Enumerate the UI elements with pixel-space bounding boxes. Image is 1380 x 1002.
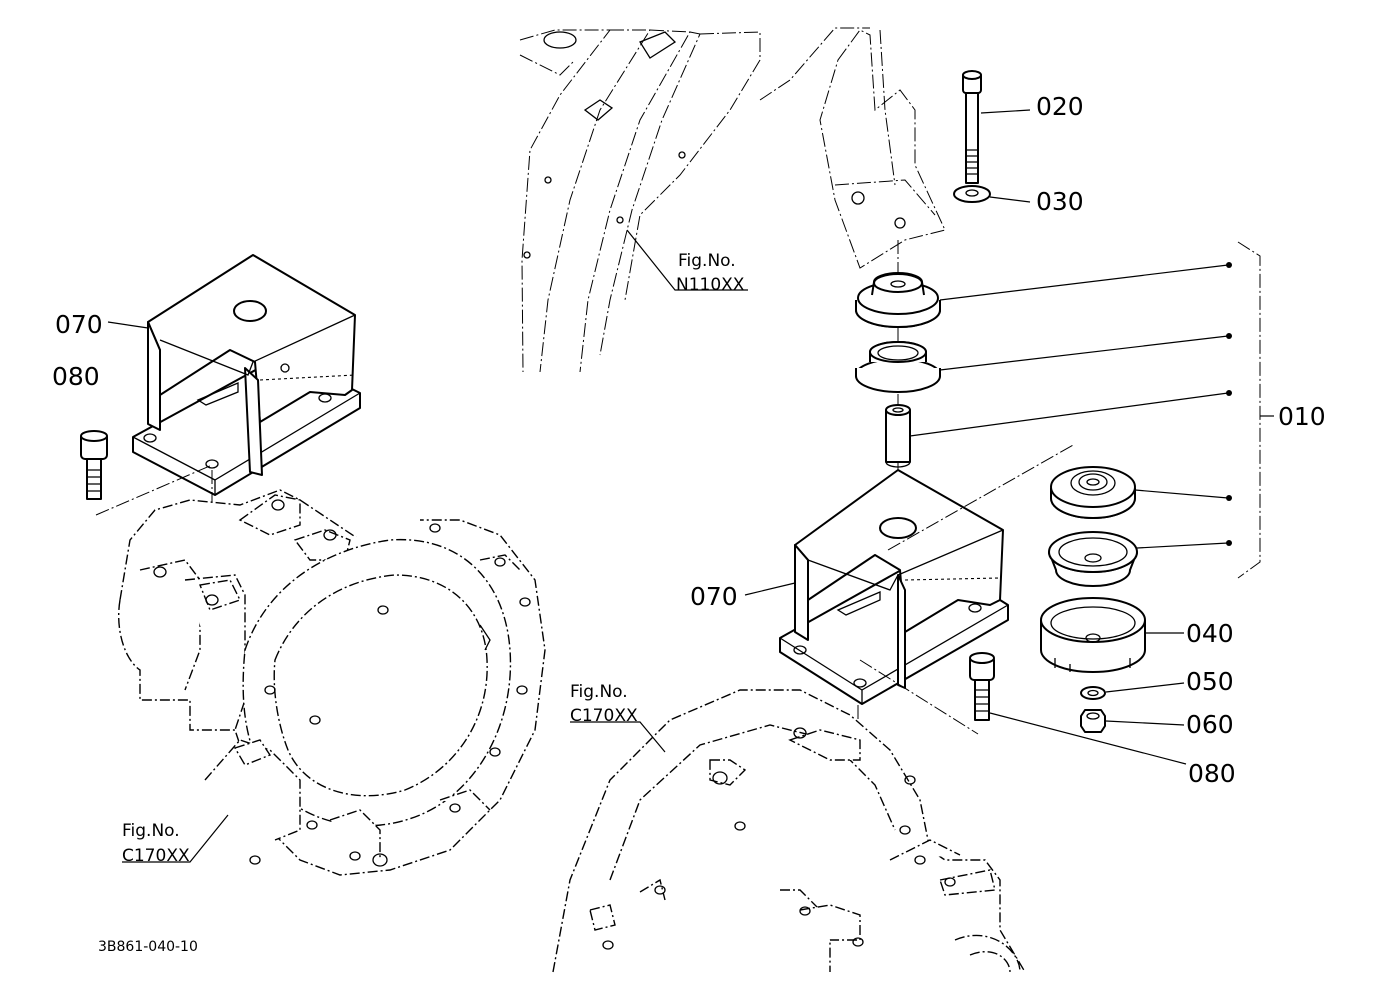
label-030: 030 xyxy=(1036,187,1084,216)
figref-n110-line1: Fig.No. xyxy=(678,251,736,271)
part-080-left-bolt xyxy=(80,430,108,500)
leaders-010 xyxy=(909,241,1274,579)
drawing-code: 3B861-040-10 xyxy=(98,939,198,955)
figref-c170-right-line2: C170XX xyxy=(570,706,638,726)
part-010-right-cushion-upper xyxy=(1050,466,1136,519)
part-060-nut xyxy=(1080,709,1106,733)
leader-070-left xyxy=(107,321,149,329)
part-050-washer xyxy=(1080,686,1106,700)
figref-c170xx-right: Fig.No. C170XX xyxy=(570,682,666,753)
part-030-washer xyxy=(953,185,991,203)
label-080-right: 080 xyxy=(1188,759,1236,788)
center-line-left-bolt xyxy=(95,464,213,516)
label-040: 040 xyxy=(1186,619,1234,648)
figref-c170-left-line2: C170XX xyxy=(122,846,190,866)
figref-n110xx: Fig.No. N110XX xyxy=(626,229,748,295)
leader-080-right xyxy=(989,712,1187,765)
center-line-right-cushion xyxy=(887,443,1076,551)
part-010-upper-cushion xyxy=(855,272,941,328)
part-010-collar xyxy=(885,404,911,468)
label-070-left: 070 xyxy=(55,310,103,339)
part-070-left-bracket xyxy=(132,254,361,496)
label-020: 020 xyxy=(1036,92,1084,121)
leader-070-right xyxy=(744,582,796,596)
label-080-left: 080 xyxy=(52,362,100,391)
label-070-right: 070 xyxy=(690,582,738,611)
part-040-cup xyxy=(1040,597,1146,673)
part-010-right-cushion-lower xyxy=(1048,531,1138,587)
part-070-right-bracket xyxy=(779,469,1009,705)
frame-background-phantom xyxy=(519,27,870,373)
figref-c170-left-line1: Fig.No. xyxy=(122,821,180,841)
part-020-bolt xyxy=(962,70,982,184)
center-line-right-bolt xyxy=(859,659,979,735)
leader-030 xyxy=(989,196,1031,203)
right-housing-phantom xyxy=(552,689,1026,973)
label-060: 060 xyxy=(1186,710,1234,739)
part-080-right-bolt xyxy=(969,652,995,721)
figref-c170-right-line1: Fig.No. xyxy=(570,682,628,702)
leader-050 xyxy=(1105,682,1185,693)
label-010: 010 xyxy=(1278,402,1326,431)
leader-020 xyxy=(980,109,1031,114)
figref-c170xx-left: Fig.No. C170XX xyxy=(122,814,229,866)
leader-060 xyxy=(1105,720,1185,726)
part-010-lower-cushion xyxy=(855,341,941,393)
left-housing-phantom xyxy=(118,489,546,876)
label-050: 050 xyxy=(1186,667,1234,696)
figref-n110-line2: N110XX xyxy=(676,275,745,295)
upper-bracket-phantom xyxy=(819,29,946,269)
